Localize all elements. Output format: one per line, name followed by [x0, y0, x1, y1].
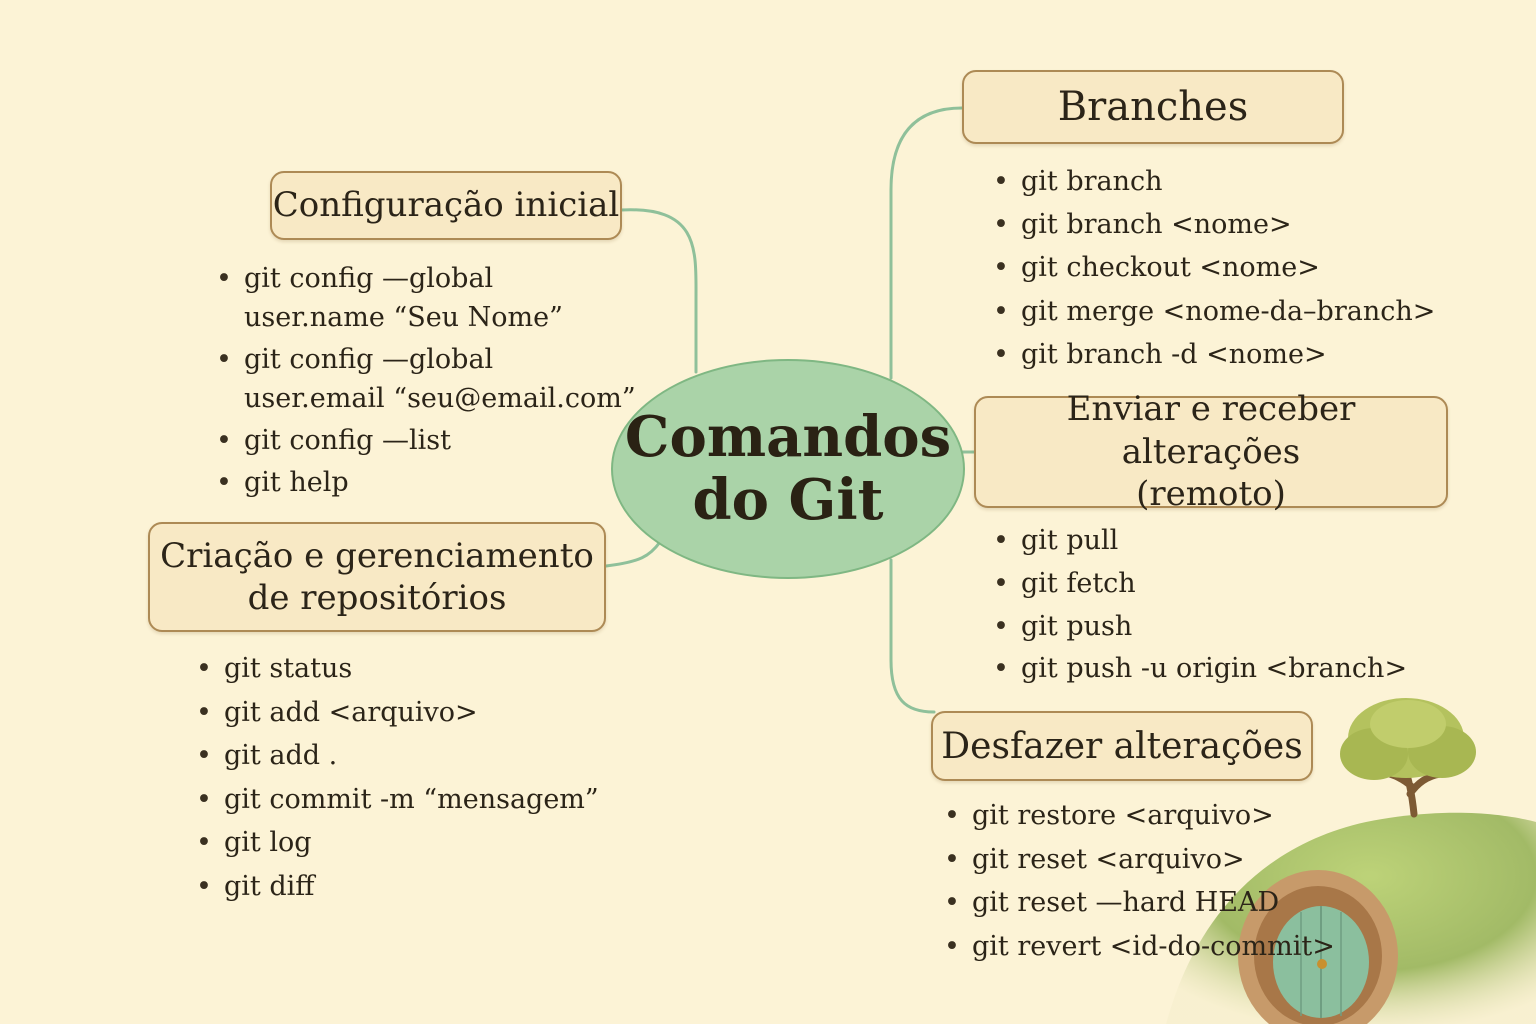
connector-branches	[889, 106, 964, 380]
topic-config-title: Configuração inicial	[272, 185, 620, 226]
topic-repo-title-line1: Criação e gerenciamento	[160, 535, 594, 576]
list-item: git restore <arquivo>	[944, 794, 1384, 838]
list-item: git checkout <nome>	[993, 246, 1453, 289]
list-item: git log	[196, 821, 656, 865]
list-item: git config —list	[216, 421, 636, 460]
list-item: git branch <nome>	[993, 203, 1453, 246]
connector-config	[619, 208, 698, 374]
list-item: git commit -m “mensagem”	[196, 778, 656, 822]
list-item: git revert <id-do-commit>	[944, 925, 1384, 969]
topic-undo: Desfazer alterações	[931, 711, 1313, 781]
topic-branches-title: Branches	[1057, 84, 1249, 130]
connector-repo	[604, 540, 662, 568]
list-item: git reset <arquivo>	[944, 838, 1384, 882]
list-item: git reset —hard HEAD	[944, 881, 1384, 925]
topic-remote: Enviar e receber alterações (remoto)	[974, 389, 1448, 514]
list-item: git status	[196, 647, 656, 691]
list-item: git fetch	[993, 563, 1453, 606]
connector-undo	[889, 558, 936, 714]
list-item: git branch -d <nome>	[993, 333, 1453, 376]
list-item: git diff	[196, 865, 656, 909]
list-remote: git pull git fetch git push git push -u …	[993, 520, 1453, 691]
center-title-line2: do Git	[692, 467, 884, 533]
topic-undo-title: Desfazer alterações	[941, 725, 1303, 767]
list-branches: git branch git branch <nome> git checkou…	[993, 160, 1453, 376]
list-item: git push -u origin <branch>	[993, 648, 1453, 691]
list-item: git push	[993, 606, 1453, 649]
list-undo: git restore <arquivo> git reset <arquivo…	[944, 794, 1384, 968]
topic-remote-title-line1: Enviar e receber alterações	[1066, 389, 1356, 472]
topic-branches: Branches	[962, 70, 1344, 144]
list-item: git branch	[993, 160, 1453, 203]
list-item: git config —global user.email “seu@email…	[216, 340, 636, 418]
center-node: Comandos do Git	[611, 359, 965, 579]
topic-repo: Criação e gerenciamento de repositórios	[148, 522, 606, 632]
list-item: git merge <nome-da–branch>	[993, 290, 1453, 333]
topic-remote-title-line2: (remoto)	[1136, 474, 1286, 515]
list-item: git help	[216, 463, 636, 502]
list-item: git config —global user.name “Seu Nome”	[216, 259, 636, 337]
list-item: git add .	[196, 734, 656, 778]
topic-config: Configuração inicial	[270, 171, 622, 240]
tree-icon	[1340, 698, 1476, 818]
list-repo: git status git add <arquivo> git add . g…	[196, 647, 656, 908]
list-item: git add <arquivo>	[196, 691, 656, 735]
topic-repo-title-line2: de repositórios	[247, 578, 507, 618]
center-title-line1: Comandos	[624, 404, 952, 471]
list-config: git config —global user.name “Seu Nome” …	[216, 259, 636, 505]
list-item: git pull	[993, 520, 1453, 563]
